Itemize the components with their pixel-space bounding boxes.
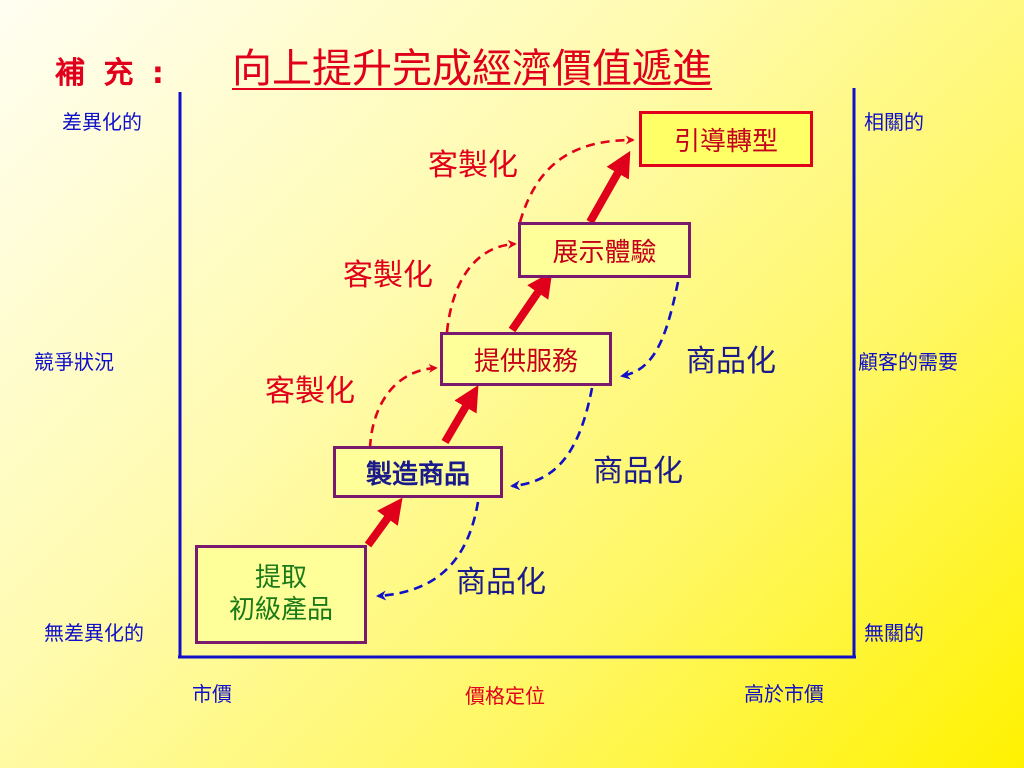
commoditize-arrow-3 (620, 281, 680, 380)
stage-experience-label: 展示體驗 (552, 237, 657, 268)
axis-label-competition: 競爭狀況 (34, 350, 114, 374)
commoditize-arrow-1 (376, 501, 480, 601)
customize-label-3: 客製化 (428, 148, 518, 183)
commoditize-label-3: 商品化 (686, 344, 776, 379)
axis-label-market-price: 市價 (192, 682, 232, 706)
stage-extract-line1: 提取 (254, 563, 307, 594)
supplement-label: 補 充 : (55, 56, 168, 91)
commoditize-arrow-2 (510, 387, 594, 491)
axis-label-irrelevant: 無關的 (864, 621, 924, 645)
axis-label-premium-price: 高於市價 (744, 682, 824, 706)
axis-label-customer-needs: 顧客的需要 (858, 350, 958, 374)
stage-service-label: 提供服務 (473, 346, 578, 377)
stage-transformation-label: 引導轉型 (673, 126, 778, 157)
customize-label-2: 客製化 (343, 258, 433, 293)
customize-arrow-1 (368, 363, 438, 449)
axis-label-differentiated: 差異化的 (62, 110, 142, 134)
customize-label-1: 客製化 (265, 374, 355, 409)
upgrade-arrow-4 (586, 150, 631, 224)
stage-manufacture-label: 製造商品 (365, 459, 470, 490)
upgrade-arrow-2 (441, 384, 479, 445)
page-title: 向上提升完成經濟價值遞進 (232, 46, 712, 92)
customize-arrow-2 (445, 239, 517, 333)
stage-deliver-services: 提供服務 (440, 332, 612, 386)
commoditize-label-2: 商品化 (593, 454, 683, 489)
stage-manufacture-goods: 製造商品 (333, 446, 503, 498)
upgrade-arrow-1 (364, 497, 403, 548)
axis-label-pricing: 價格定位 (465, 684, 545, 708)
stage-guide-transformations: 引導轉型 (639, 111, 813, 167)
stage-stage-experiences: 展示體驗 (518, 222, 691, 278)
stage-extract-line2: 初級產品 (228, 594, 333, 625)
stage-extract-commodities: 提取 初級產品 (195, 545, 367, 644)
commoditize-label-1: 商品化 (456, 565, 546, 600)
axis-label-undifferentiated: 無差異化的 (44, 621, 144, 645)
upgrade-arrow-3 (508, 271, 553, 333)
axis-label-relevant: 相關的 (864, 110, 924, 134)
customize-arrow-3 (518, 135, 635, 223)
